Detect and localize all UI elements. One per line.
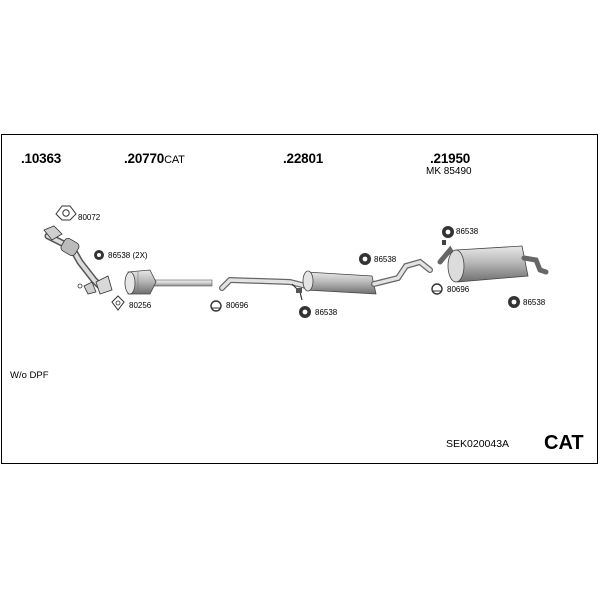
gasket-80256 — [111, 295, 125, 311]
category-label: CAT — [544, 432, 584, 454]
front-pipe — [43, 225, 113, 295]
catalytic-converter — [124, 269, 213, 295]
middle-silencer — [219, 258, 433, 301]
part-number-22801: .22801 — [283, 151, 324, 166]
rubber-mount-86538-mid — [359, 253, 371, 265]
label-86538-low: 86538 — [315, 308, 338, 317]
label-80256: 80256 — [129, 301, 152, 310]
part-number-20770: .20770CAT — [124, 151, 185, 166]
clamp-ring-80696-a — [210, 300, 222, 312]
label-80696-b: 80696 — [447, 285, 470, 294]
label-86538-mid: 86538 — [374, 255, 397, 264]
flange-gasket-80072 — [55, 205, 77, 221]
part-number-10363: .10363 — [21, 151, 62, 166]
rubber-mount-86538-br — [508, 296, 520, 308]
diagram-frame — [1, 134, 598, 464]
label-86538-br: 86538 — [523, 298, 546, 307]
rubber-mount-86538-tr — [442, 226, 454, 238]
mounting-kit-label: MK 85490 — [426, 166, 472, 177]
rubber-mount-86538-2x — [94, 250, 104, 260]
part-number-21950: .21950 — [430, 151, 471, 166]
label-80072: 80072 — [78, 213, 101, 222]
rubber-mount-86538-low — [299, 306, 311, 318]
clamp-ring-80696-b — [431, 283, 443, 295]
note-without-dpf: W/o DPF — [10, 370, 49, 381]
rear-silencer — [437, 240, 549, 283]
label-80696-a: 80696 — [226, 301, 249, 310]
label-86538-tr: 86538 — [456, 227, 479, 236]
kit-code: SEK020043A — [446, 438, 510, 450]
label-86538-2x: 86538 (2X) — [108, 251, 148, 260]
